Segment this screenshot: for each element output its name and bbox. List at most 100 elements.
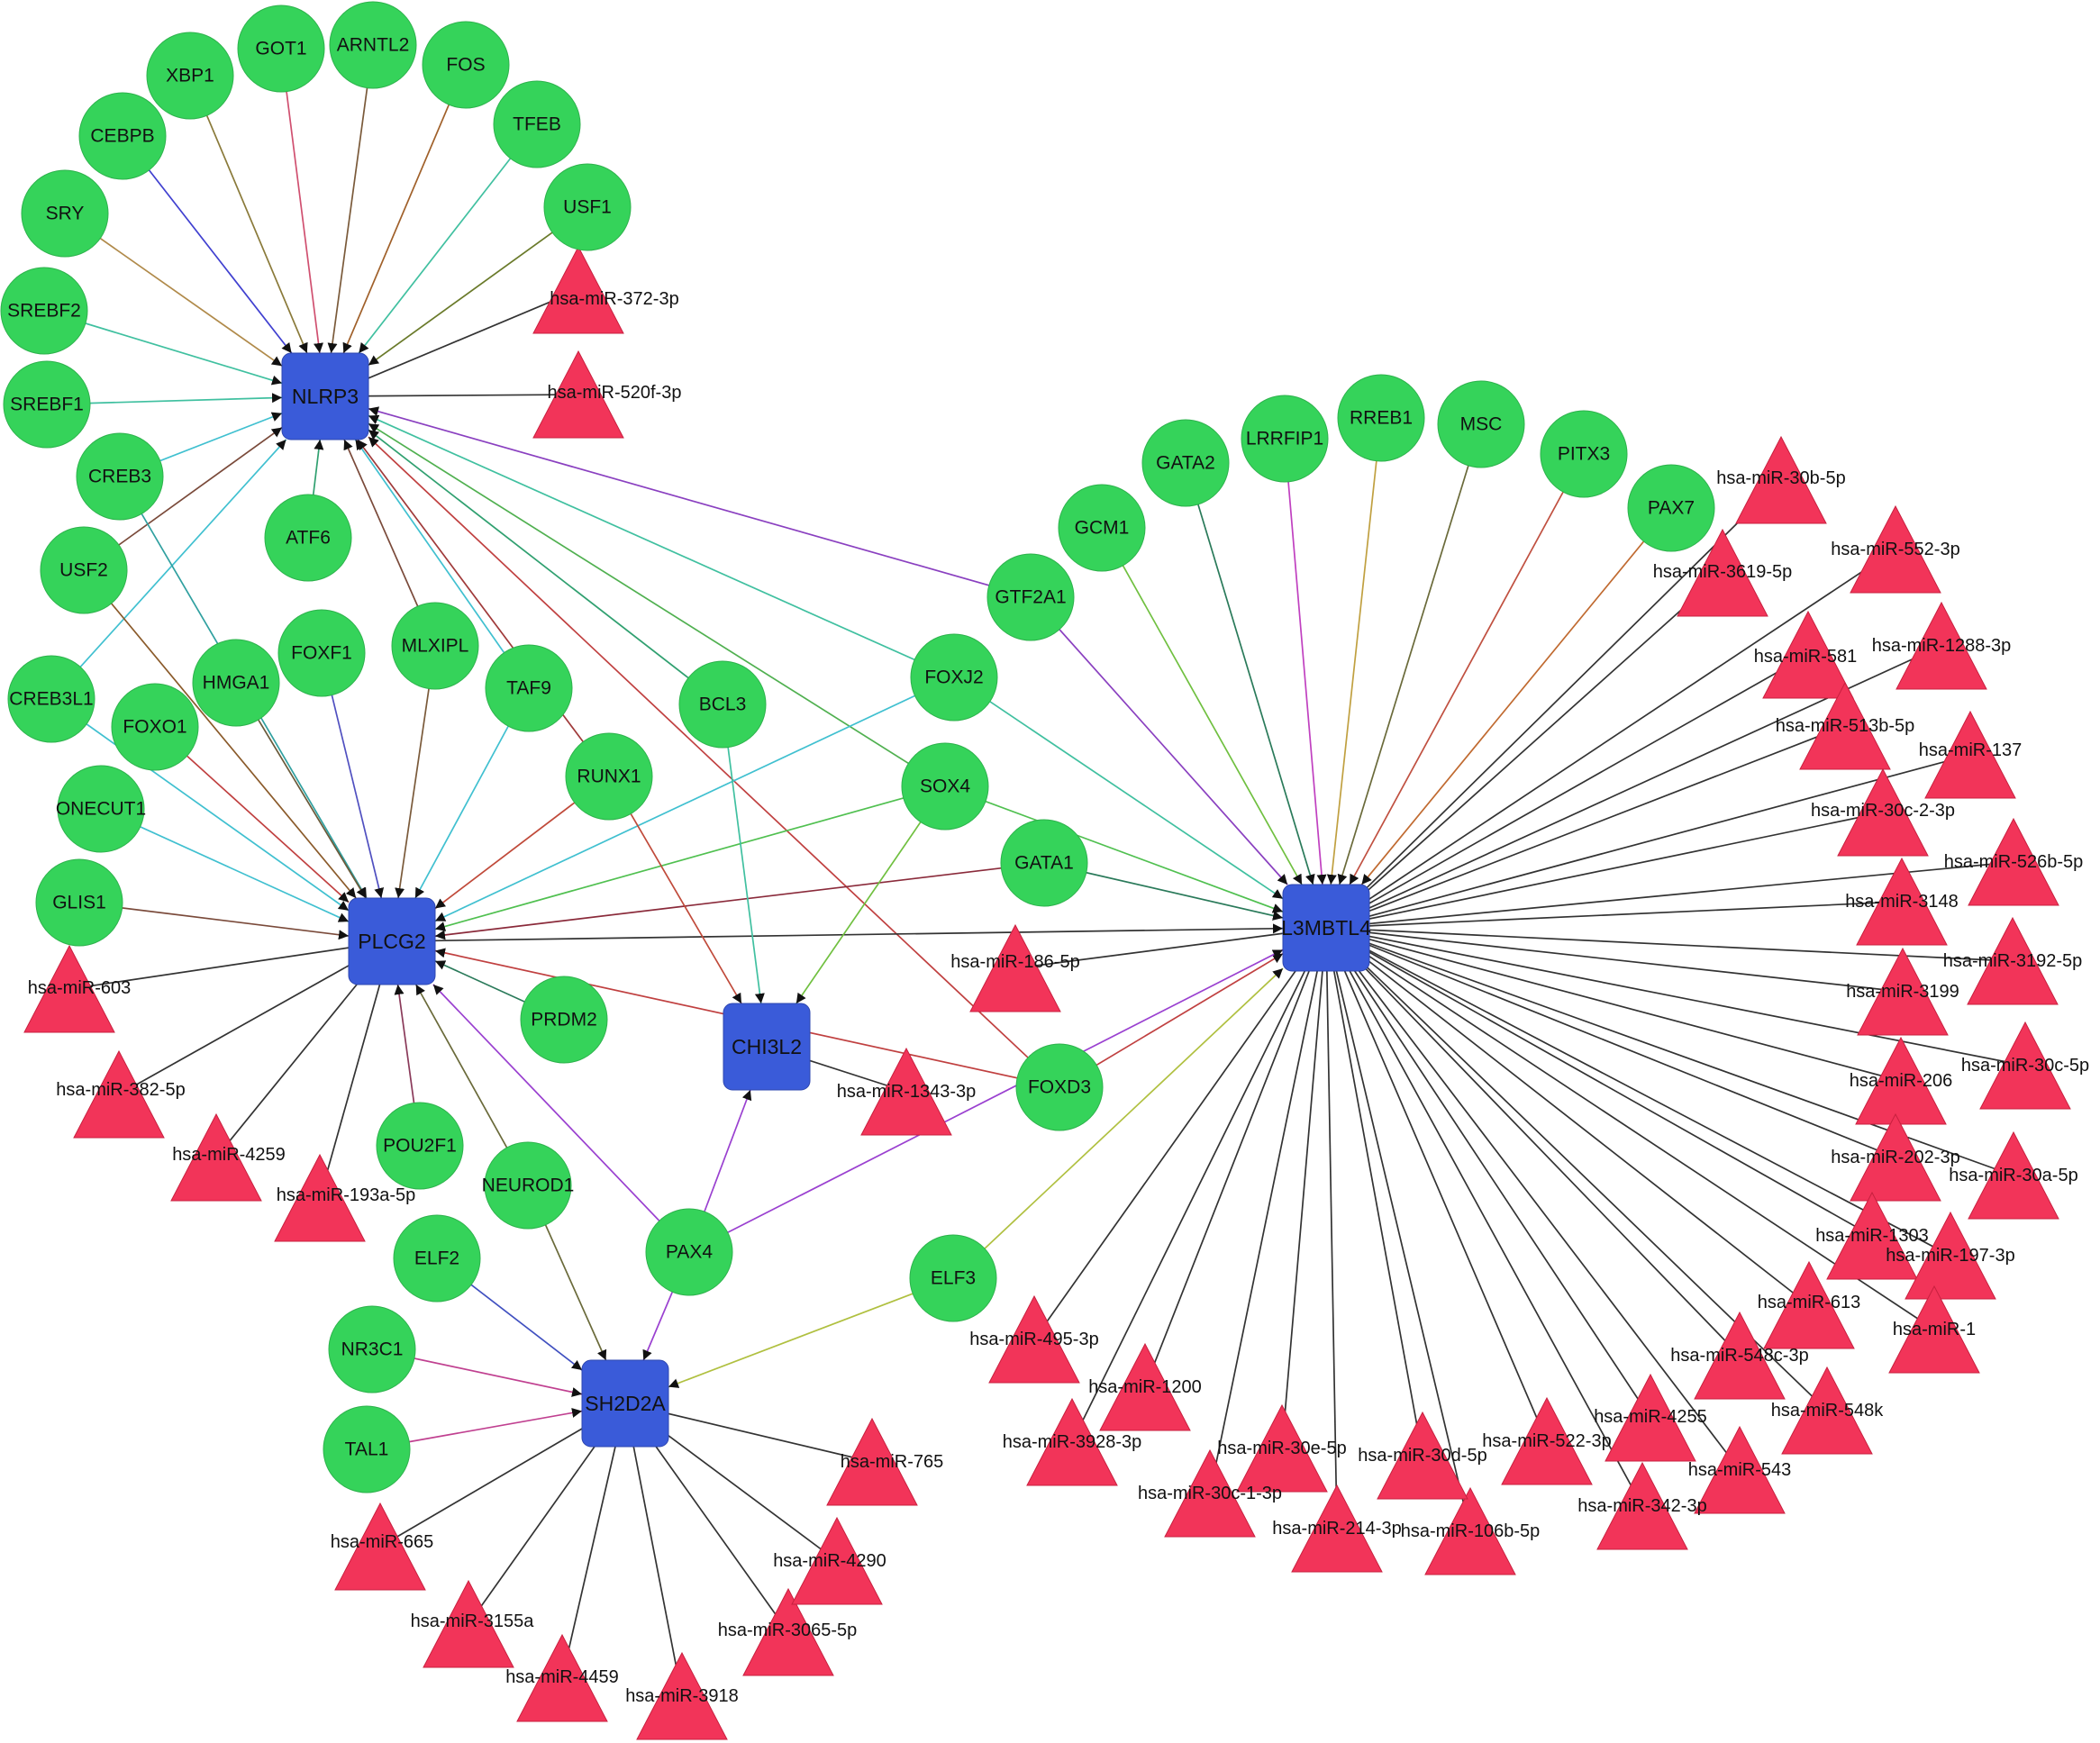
mirna-node-hsa-mir-1[interactable]: hsa-miR-1 (1888, 1285, 1980, 1374)
mirna-node-hsa-mir-3192-5p[interactable]: hsa-miR-3192-5p (1943, 916, 2083, 1005)
mirna-node-hsa-mir-3148[interactable]: hsa-miR-3148 (1845, 857, 1959, 946)
hub-node-nlrp3[interactable]: NLRP3 (281, 352, 369, 440)
mirna-node-hsa-mir-3918[interactable]: hsa-miR-3918 (625, 1651, 739, 1740)
tf-node-tal1[interactable]: TAL1 (323, 1405, 411, 1493)
hub-square-icon (1282, 884, 1370, 972)
mirna-node-hsa-mir-3065-5p[interactable]: hsa-miR-3065-5p (718, 1587, 858, 1676)
mirna-node-hsa-mir-543[interactable]: hsa-miR-543 (1688, 1425, 1791, 1514)
mirna-node-hsa-mir-3928-3p[interactable]: hsa-miR-3928-3p (1003, 1397, 1142, 1486)
mirna-node-hsa-mir-197-3p[interactable]: hsa-miR-197-3p (1886, 1211, 2015, 1300)
mirna-node-hsa-mir-613[interactable]: hsa-miR-613 (1758, 1260, 1860, 1349)
tf-node-elf3[interactable]: ELF3 (909, 1234, 997, 1322)
mirna-node-hsa-mir-206[interactable]: hsa-miR-206 (1850, 1036, 1952, 1125)
tf-node-got1[interactable]: GOT1 (237, 5, 325, 93)
mirna-node-hsa-mir-513b-5p[interactable]: hsa-miR-513b-5p (1776, 681, 1915, 770)
tf-node-rreb1[interactable]: RREB1 (1337, 374, 1425, 462)
tf-node-foxd3[interactable]: FOXD3 (1015, 1043, 1104, 1131)
tf-node-sox4[interactable]: SOX4 (901, 742, 989, 831)
tf-node-xbp1[interactable]: XBP1 (146, 32, 234, 120)
hub-node-sh2d2a[interactable]: SH2D2A (581, 1359, 669, 1448)
mirna-node-hsa-mir-581[interactable]: hsa-miR-581 (1754, 610, 1857, 699)
tf-node-atf6[interactable]: ATF6 (264, 494, 352, 582)
mirna-node-hsa-mir-3619-5p[interactable]: hsa-miR-3619-5p (1653, 528, 1793, 617)
tf-node-arntl2[interactable]: ARNTL2 (329, 1, 417, 89)
tf-node-sry[interactable]: SRY (21, 169, 109, 258)
tf-node-onecut1[interactable]: ONECUT1 (56, 765, 146, 853)
edge-l3mbtl4-to-m552 (1325, 549, 1896, 929)
mirna-node-hsa-mir-548k[interactable]: hsa-miR-548k (1771, 1366, 1884, 1455)
tf-node-prdm2[interactable]: PRDM2 (520, 976, 608, 1064)
tf-node-elf2[interactable]: ELF2 (393, 1214, 481, 1303)
mirna-node-hsa-mir-30c-5p[interactable]: hsa-miR-30c-5p (1961, 1021, 2089, 1110)
tf-node-usf2[interactable]: USF2 (40, 526, 128, 614)
mirna-node-hsa-mir-30c-1-3p[interactable]: hsa-miR-30c-1-3p (1138, 1448, 1282, 1538)
mirna-node-hsa-mir-765[interactable]: hsa-miR-765 (826, 1417, 943, 1506)
mirna-node-hsa-mir-520f-3p[interactable]: hsa-miR-520f-3p (532, 350, 681, 439)
tf-circle-icon (376, 1102, 464, 1190)
tf-node-nr3c1[interactable]: NR3C1 (328, 1305, 416, 1393)
tf-node-taf9[interactable]: TAF9 (485, 644, 573, 732)
mirna-node-hsa-mir-342-3p[interactable]: hsa-miR-342-3p (1577, 1461, 1707, 1550)
tf-node-foxf1[interactable]: FOXF1 (277, 609, 366, 697)
tf-node-fos[interactable]: FOS (422, 21, 510, 109)
tf-node-bcl3[interactable]: BCL3 (678, 660, 767, 749)
hub-node-l3mbtl4[interactable]: L3MBTL4 (1281, 884, 1371, 972)
mirna-node-hsa-mir-214-3p[interactable]: hsa-miR-214-3p (1272, 1484, 1402, 1573)
mirna-node-hsa-mir-30a-5p[interactable]: hsa-miR-30a-5p (1949, 1130, 2078, 1220)
mirna-node-hsa-mir-372-3p[interactable]: hsa-miR-372-3p (532, 245, 679, 334)
mirna-node-hsa-mir-1200[interactable]: hsa-miR-1200 (1088, 1342, 1202, 1431)
mirna-node-hsa-mir-30c-2-3p[interactable]: hsa-miR-30c-2-3p (1811, 767, 1955, 857)
tf-node-gcm1[interactable]: GCM1 (1058, 484, 1146, 572)
tf-node-neurod1[interactable]: NEUROD1 (482, 1141, 575, 1230)
mirna-node-hsa-mir-552-3p[interactable]: hsa-miR-552-3p (1831, 504, 1960, 594)
mirna-node-hsa-mir-3199[interactable]: hsa-miR-3199 (1846, 947, 1959, 1036)
mirna-node-hsa-mir-603[interactable]: hsa-miR-603 (23, 944, 131, 1033)
tf-node-cebpb[interactable]: CEBPB (78, 92, 167, 180)
tf-node-creb3l1[interactable]: CREB3L1 (7, 655, 95, 743)
mirna-node-hsa-mir-4259[interactable]: hsa-miR-4259 (170, 1112, 286, 1202)
mirna-node-hsa-mir-548c-3p[interactable]: hsa-miR-548c-3p (1670, 1311, 1809, 1400)
mirna-node-hsa-mir-4290[interactable]: hsa-miR-4290 (773, 1516, 886, 1605)
tf-node-msc[interactable]: MSC (1437, 380, 1525, 468)
tf-node-mlxipl[interactable]: MLXIPL (391, 602, 479, 690)
hub-node-plcg2[interactable]: PLCG2 (348, 897, 436, 985)
mirna-node-hsa-mir-30d-5p[interactable]: hsa-miR-30d-5p (1358, 1411, 1487, 1500)
mirna-node-hsa-mir-106b-5p[interactable]: hsa-miR-106b-5p (1401, 1486, 1541, 1575)
tf-node-srebf1[interactable]: SREBF1 (3, 360, 91, 449)
tf-node-usf1[interactable]: USF1 (543, 163, 632, 251)
mirna-node-hsa-mir-1303[interactable]: hsa-miR-1303 (1815, 1191, 1929, 1280)
tf-node-glis1[interactable]: GLIS1 (35, 858, 123, 947)
hub-node-chi3l2[interactable]: CHI3L2 (723, 1003, 811, 1091)
tf-node-pou2f1[interactable]: POU2F1 (376, 1102, 464, 1190)
mirna-node-hsa-mir-1343-3p[interactable]: hsa-miR-1343-3p (837, 1047, 977, 1136)
mirna-node-hsa-mir-1288-3p[interactable]: hsa-miR-1288-3p (1872, 601, 2012, 690)
tf-node-pax4[interactable]: PAX4 (645, 1208, 733, 1296)
tf-node-foxj2[interactable]: FOXJ2 (910, 633, 998, 722)
mirna-node-hsa-mir-4255[interactable]: hsa-miR-4255 (1594, 1373, 1707, 1462)
mirna-node-hsa-mir-186-5p[interactable]: hsa-miR-186-5p (950, 923, 1080, 1012)
tf-node-lrrfip1[interactable]: LRRFIP1 (1241, 395, 1329, 483)
mirna-node-hsa-mir-522-3p[interactable]: hsa-miR-522-3p (1482, 1396, 1612, 1485)
tf-node-gtf2a1[interactable]: GTF2A1 (986, 553, 1075, 641)
mirna-node-hsa-mir-495-3p[interactable]: hsa-miR-495-3p (969, 1294, 1099, 1384)
mirna-node-hsa-mir-3155a[interactable]: hsa-miR-3155a (411, 1579, 535, 1668)
mirna-node-hsa-mir-137[interactable]: hsa-miR-137 (1919, 710, 2022, 799)
tf-node-runx1[interactable]: RUNX1 (565, 732, 653, 821)
tf-node-gata2[interactable]: GATA2 (1141, 419, 1230, 507)
tf-node-gata1[interactable]: GATA1 (1000, 819, 1088, 907)
tf-node-pitx3[interactable]: PITX3 (1540, 410, 1628, 498)
mirna-node-hsa-mir-665[interactable]: hsa-miR-665 (331, 1502, 433, 1591)
tf-node-srebf2[interactable]: SREBF2 (0, 267, 88, 355)
tf-node-creb3[interactable]: CREB3 (76, 432, 164, 521)
mirna-node-hsa-mir-193a-5p[interactable]: hsa-miR-193a-5p (274, 1153, 415, 1242)
tf-node-pax7[interactable]: PAX7 (1627, 464, 1715, 552)
mirna-node-hsa-mir-30e-5p[interactable]: hsa-miR-30e-5p (1217, 1403, 1347, 1493)
mirna-node-hsa-mir-4459[interactable]: hsa-miR-4459 (505, 1633, 619, 1722)
mirna-node-hsa-mir-30b-5p[interactable]: hsa-miR-30b-5p (1716, 435, 1846, 524)
tf-node-hmga1[interactable]: HMGA1 (192, 639, 280, 727)
tf-node-foxo1[interactable]: FOXO1 (111, 683, 199, 771)
mirna-node-hsa-mir-526b-5p[interactable]: hsa-miR-526b-5p (1944, 817, 2084, 906)
mirna-node-hsa-mir-382-5p[interactable]: hsa-miR-382-5p (56, 1049, 186, 1139)
tf-node-tfeb[interactable]: TFEB (493, 80, 581, 168)
mirna-node-hsa-mir-202-3p[interactable]: hsa-miR-202-3p (1831, 1112, 1960, 1202)
